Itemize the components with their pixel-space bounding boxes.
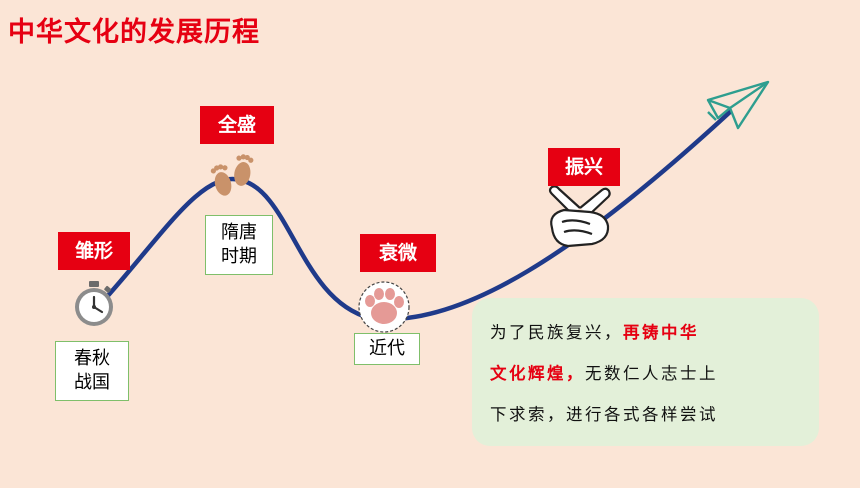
note-text: 无数仁人志士上 bbox=[585, 364, 718, 383]
paw-icon bbox=[358, 281, 410, 333]
note-highlight: 再铸中华 bbox=[623, 323, 699, 342]
note-text: 为了民族复兴， bbox=[490, 323, 623, 342]
era-label-line: 春秋 bbox=[74, 348, 110, 369]
page-title: 中华文化的发展历程 bbox=[8, 17, 260, 48]
era-label-line: 时期 bbox=[221, 246, 257, 267]
stopwatch-icon bbox=[75, 281, 113, 326]
note-box: 为了民族复兴，再铸中华 文化辉煌，无数仁人志士上 下求索，进行各式各样尝试 bbox=[472, 298, 819, 446]
development-curve bbox=[92, 109, 733, 322]
stage-tag-embryo: 雏形 bbox=[58, 232, 130, 270]
note-line-3: 下求索，进行各式各样尝试 bbox=[490, 400, 819, 441]
paper-plane-icon bbox=[706, 80, 770, 130]
note-line-2: 文化辉煌，无数仁人志士上 bbox=[490, 359, 819, 400]
era-label-line: 战国 bbox=[74, 372, 110, 393]
note-text: 下求索，进行各式各样尝试 bbox=[490, 405, 718, 424]
note-highlight: 文化辉煌， bbox=[490, 364, 585, 383]
note-line-1: 为了民族复兴，再铸中华 bbox=[490, 318, 819, 359]
stage-tag-revival: 振兴 bbox=[548, 148, 620, 186]
era-label-line: 近代 bbox=[369, 338, 405, 359]
stage-tag-decline: 衰微 bbox=[360, 234, 436, 272]
era-label-line: 隋唐 bbox=[221, 222, 257, 243]
era-label-sui-tang: 隋唐 时期 bbox=[205, 215, 273, 275]
footprints-icon bbox=[210, 154, 254, 196]
stage-tag-peak: 全盛 bbox=[200, 106, 274, 144]
era-label-modern: 近代 bbox=[354, 333, 420, 365]
era-label-spring-autumn: 春秋 战国 bbox=[55, 341, 129, 401]
victory-hand-icon bbox=[548, 185, 611, 248]
